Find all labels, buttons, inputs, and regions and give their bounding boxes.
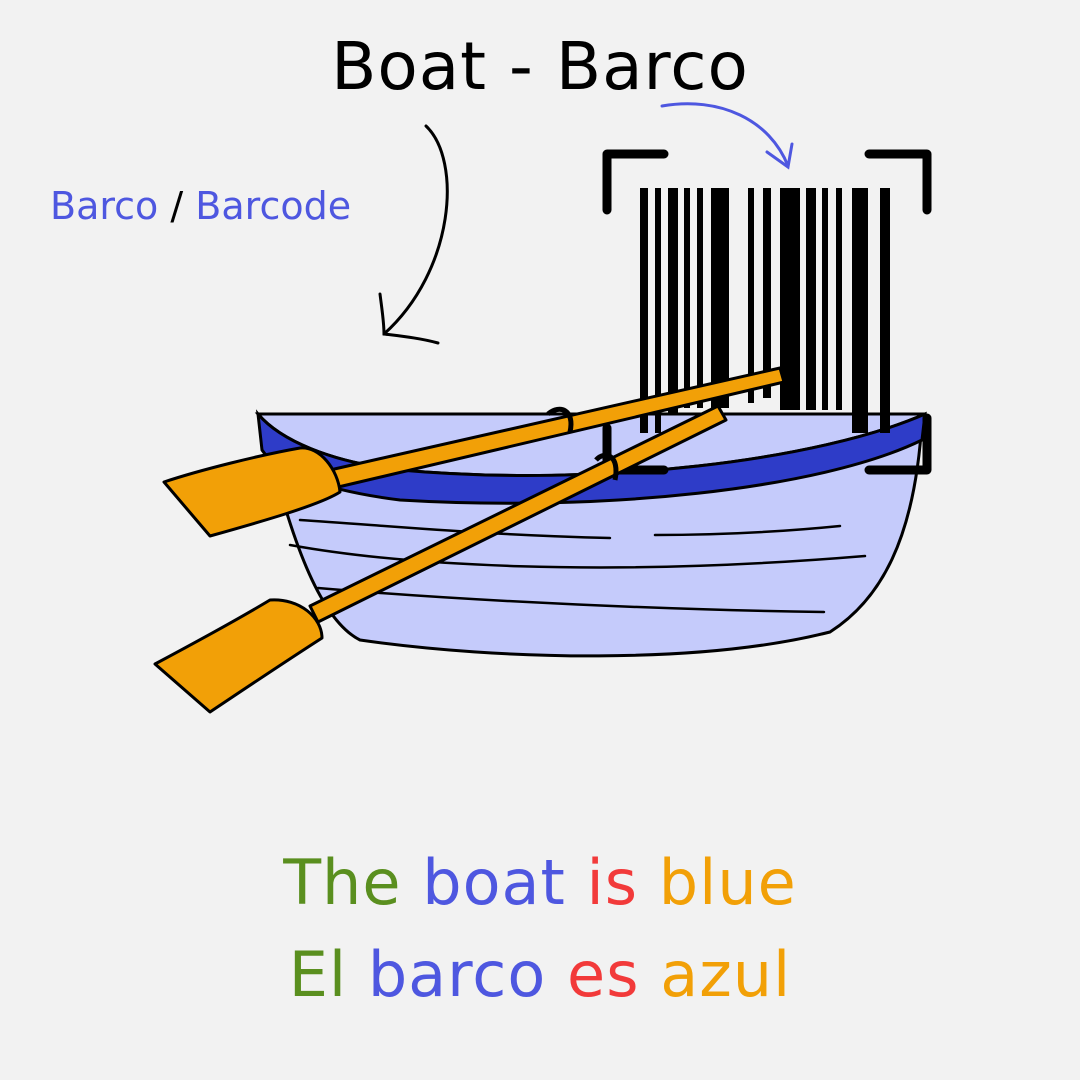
- wordplay-word-barcode: Barcode: [195, 184, 352, 228]
- oar-icon: [153, 366, 786, 714]
- word: is: [586, 846, 639, 919]
- blue-arrow-icon: [660, 102, 794, 170]
- wordplay-separator: /: [170, 184, 184, 228]
- wordplay-label: Barco / Barcode: [50, 184, 351, 228]
- word: El: [288, 938, 348, 1011]
- word: barco: [367, 938, 547, 1011]
- word: azul: [660, 938, 792, 1011]
- word: blue: [658, 846, 797, 919]
- word: boat: [422, 846, 566, 919]
- word: The: [283, 846, 402, 919]
- boat-hull: [254, 409, 927, 658]
- page-title: Boat - Barco: [331, 28, 749, 105]
- barcode-icon: [602, 149, 932, 475]
- sentence-spanish: El barco es azul: [0, 938, 1080, 1011]
- curved-arrow-icon: [378, 124, 449, 345]
- sentence-english: The boat is blue: [0, 846, 1080, 919]
- word: es: [567, 938, 640, 1011]
- wordplay-word-barco: Barco: [50, 184, 159, 228]
